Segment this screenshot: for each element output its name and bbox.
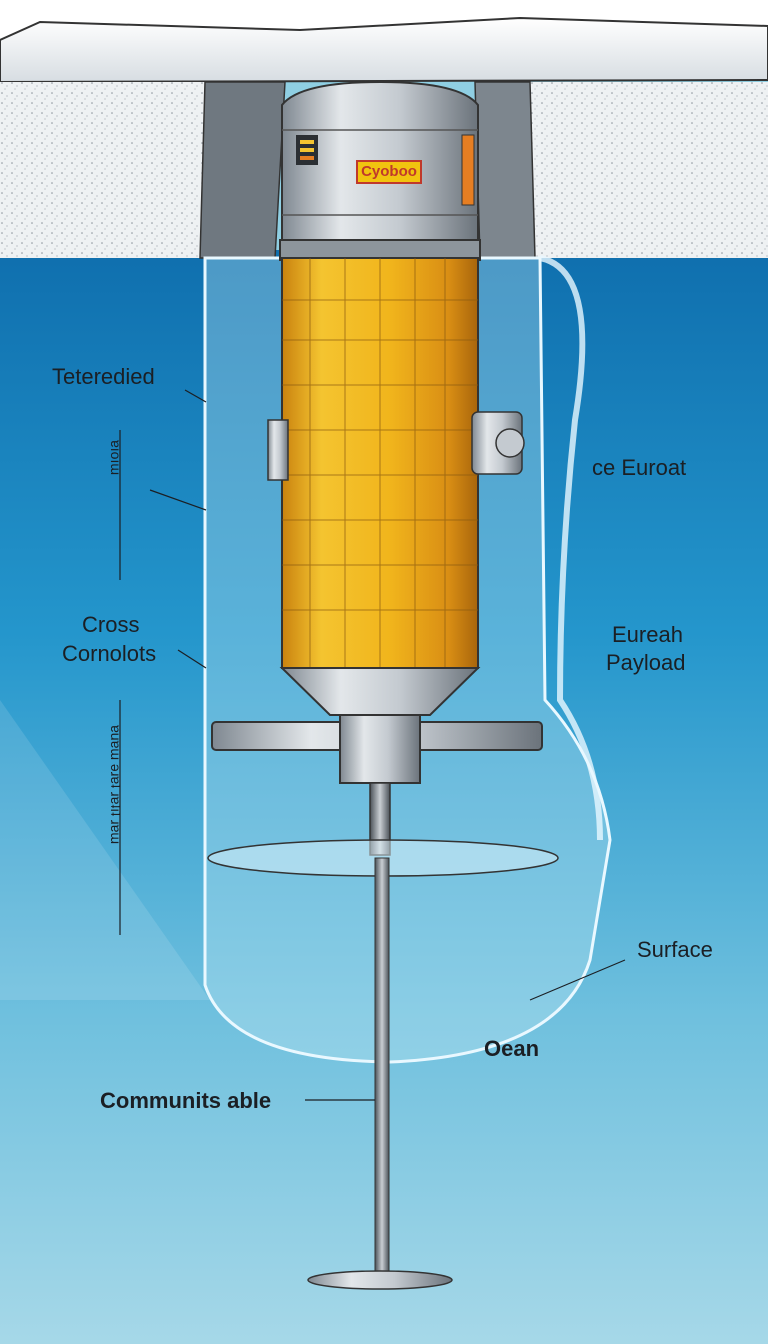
borehole-wall-right	[474, 81, 536, 259]
vertical-label-lower: ɐuɐɯ ǝɹɐʇ ɹɐʇıʇ ɹɐɯ	[108, 725, 124, 845]
leader-upper-vertical	[149, 489, 207, 511]
brand-badge: Cyoboo	[356, 160, 422, 184]
label-ce-euroat: ce Euroat	[592, 455, 687, 480]
anchor-plate	[307, 1270, 453, 1290]
water-flow-right	[539, 255, 603, 841]
label-teteredied: Teteredied	[52, 364, 155, 389]
label-surface: Surface	[637, 937, 713, 962]
label-cross-line2: Cornolots	[62, 641, 157, 666]
ice-top-slab	[0, 16, 768, 84]
bottom-cone	[279, 667, 481, 716]
label-oean: Oean	[484, 1036, 540, 1061]
leader-cross	[177, 649, 207, 669]
body-grid	[282, 258, 478, 668]
label-eurean-line2: Payload	[606, 650, 686, 675]
borehole-wall-left	[199, 81, 286, 259]
ice-layer-right	[530, 82, 768, 258]
ice-layer-left	[0, 82, 210, 258]
side-warning-panel	[461, 134, 475, 206]
left-port	[267, 419, 289, 481]
label-communits-able: Communits able	[100, 1088, 272, 1113]
label-eurean-line1: Eureah	[612, 622, 683, 647]
light-ray	[0, 700, 210, 1000]
tether-cable	[374, 857, 390, 1279]
label-cross-line1: Cross	[82, 612, 140, 637]
vertical-label-upper: ɐıoıɯ	[108, 440, 124, 476]
leader-teteredied	[184, 389, 207, 403]
lower-hub	[339, 714, 421, 784]
leader-surface	[529, 959, 626, 1001]
